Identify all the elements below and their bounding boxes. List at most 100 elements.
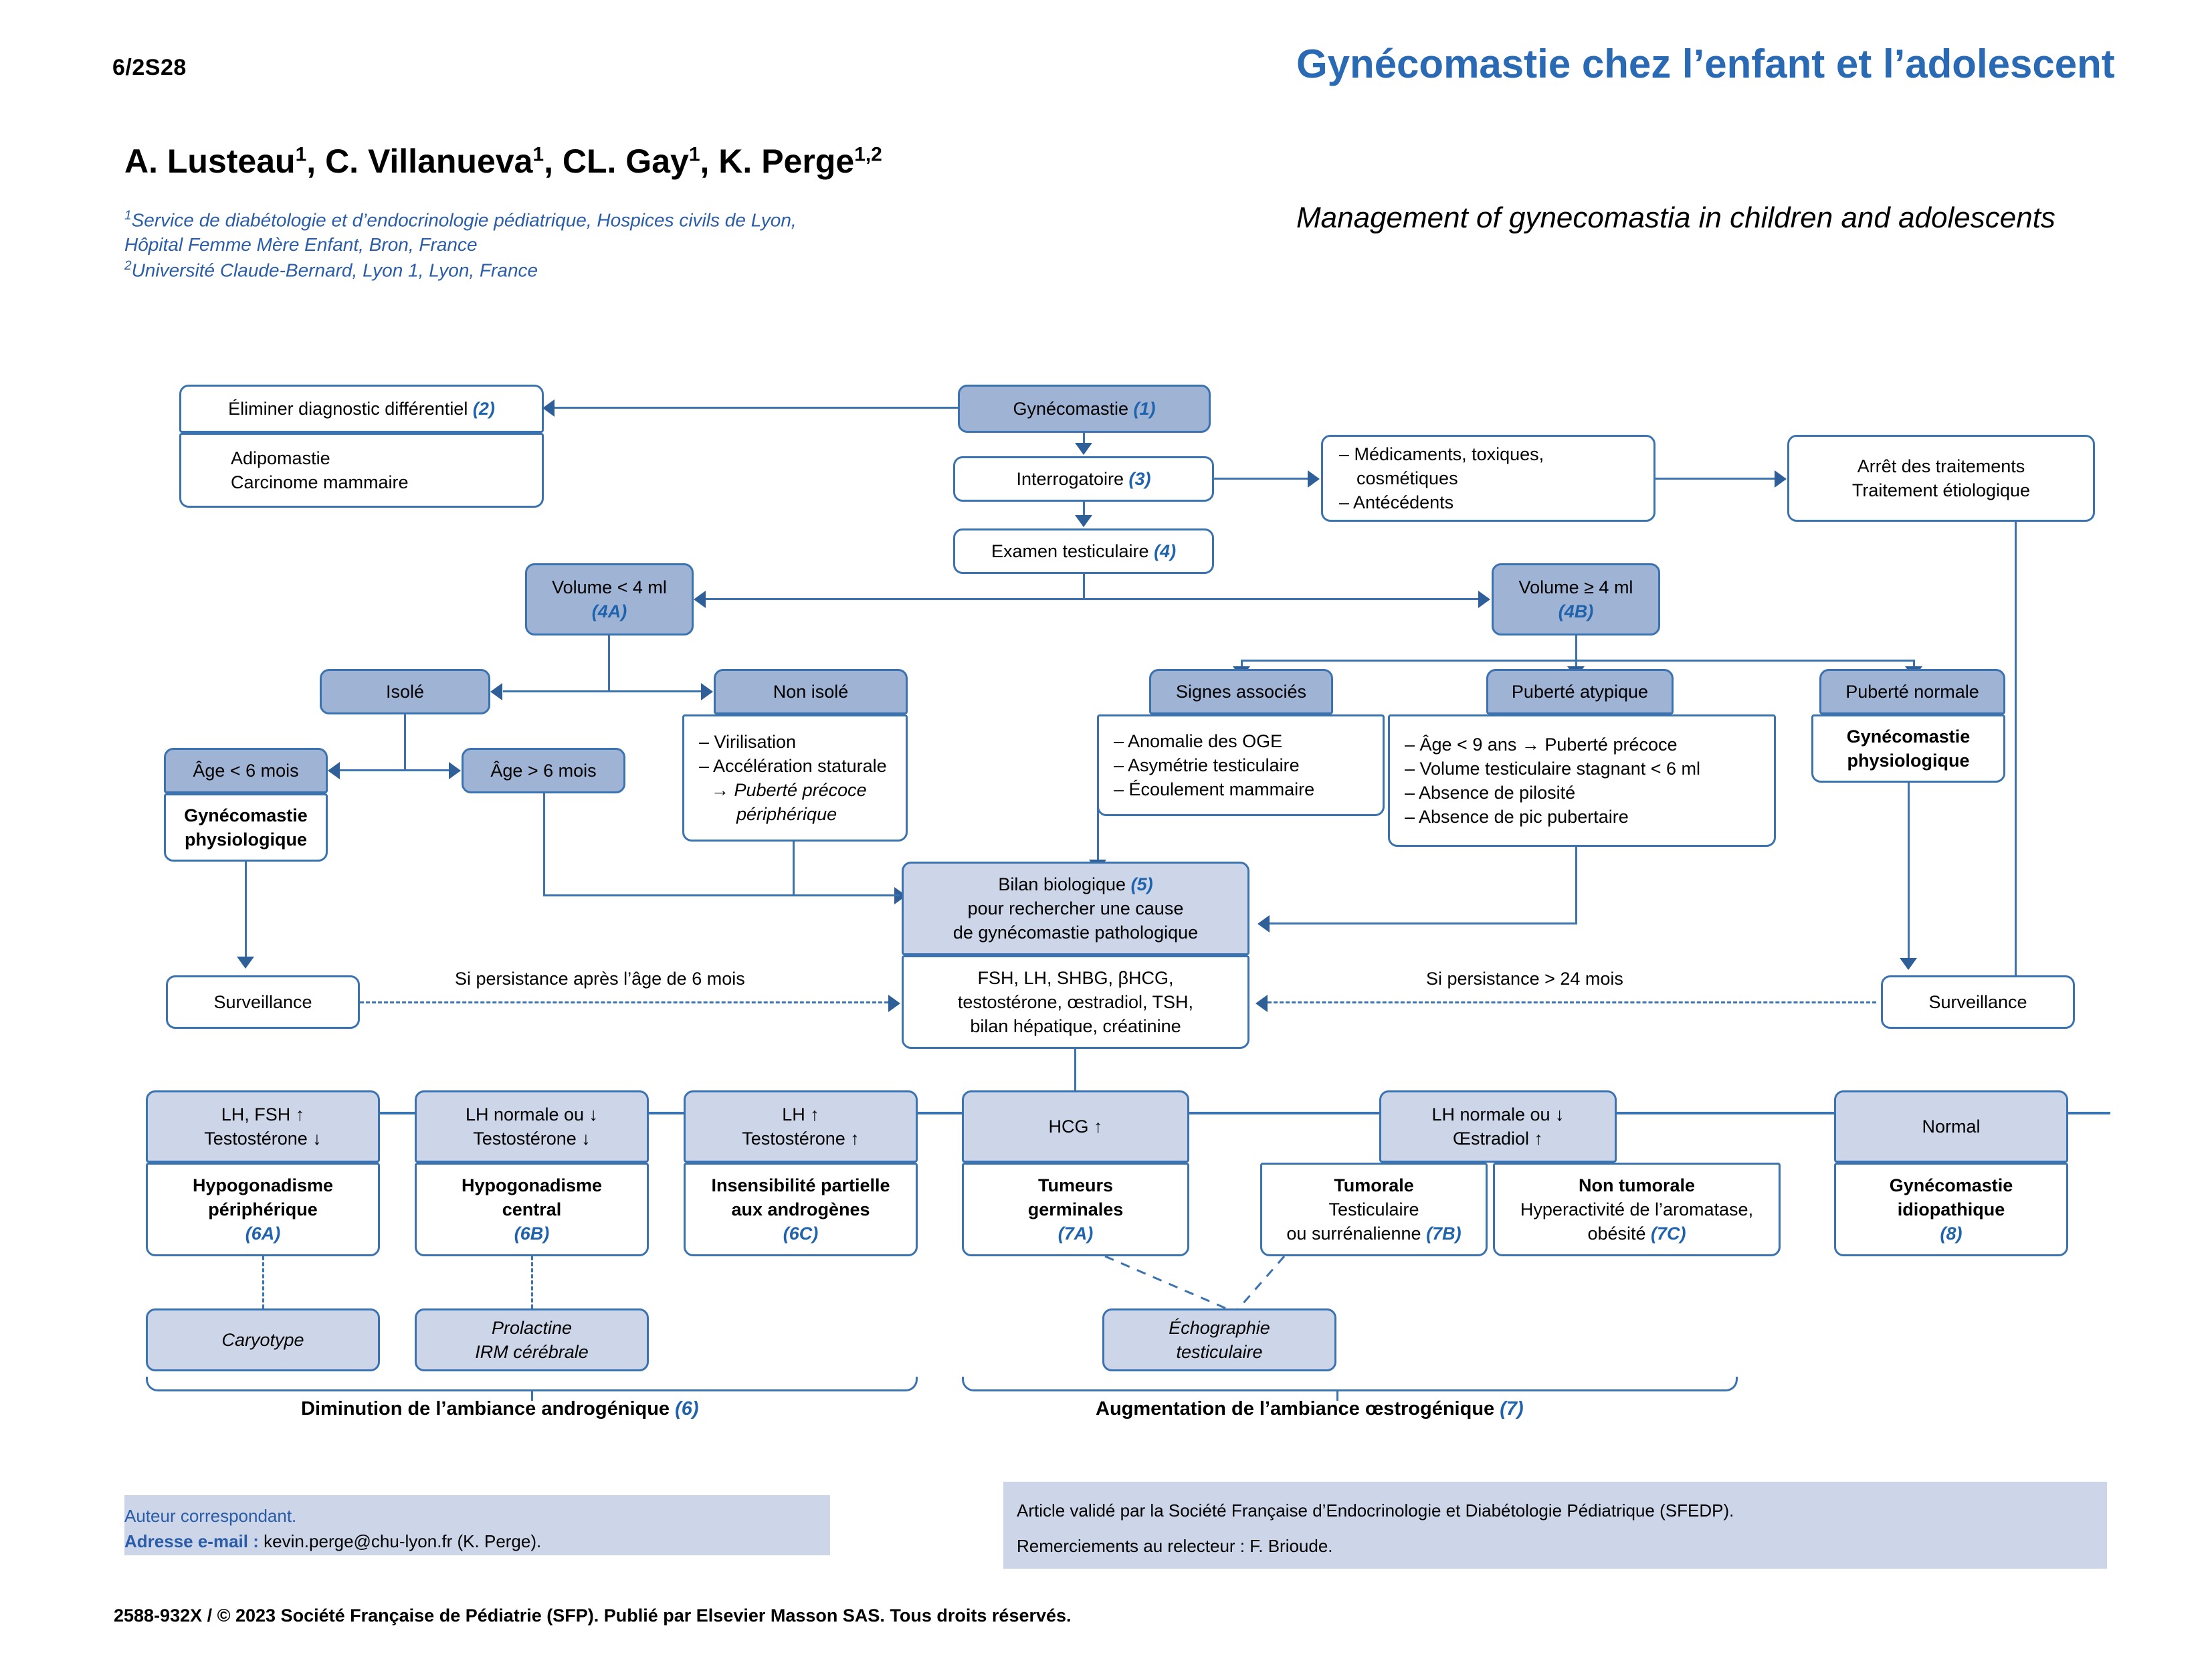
node-puberte-normale[interactable]: Puberté normale — [1819, 669, 2005, 714]
r1-ref: (6A) — [245, 1224, 281, 1244]
node-non-isole-details: – Virilisation – Accélération staturale … — [682, 714, 908, 842]
corresponding-author-text: Auteur correspondant. Adresse e-mail : k… — [124, 1504, 830, 1554]
r3-body-2: aux androgènes — [731, 1199, 870, 1219]
validation-panel — [1003, 1482, 2107, 1569]
pub-atyp-item-2: – Volume testiculaire stagnant < 6 ml — [1405, 758, 1700, 779]
volume-4b-label: Volume ≥ 4 ml — [1518, 577, 1633, 597]
result-body-6b: Hypogonadisme central (6B) — [415, 1163, 649, 1256]
med-item-2: – Antécédents — [1339, 492, 1454, 513]
node-non-isole[interactable]: Non isolé — [714, 669, 908, 714]
node-bilan-biologique[interactable]: Bilan biologique (5) pour rechercher une… — [902, 862, 1249, 955]
caryotype-label: Caryotype — [221, 1329, 304, 1350]
edge-4a-split — [608, 636, 610, 692]
node-gynecomastie[interactable]: Gynécomastie (1) — [958, 385, 1211, 433]
volume-4a-label: Volume < 4 ml — [552, 577, 667, 597]
r5a-body-3: ou surrénalienne — [1286, 1224, 1421, 1244]
result-body-6a: Hypogonadisme périphérique (6A) — [146, 1163, 380, 1256]
result-head-6c: LH ↑ Testostérone ↑ — [684, 1090, 918, 1163]
bilan-line-1: Bilan biologique — [998, 874, 1126, 894]
r2-ref: (6B) — [514, 1224, 550, 1244]
node-signes-associes[interactable]: Signes associés — [1149, 669, 1333, 714]
copyright-line: 2588-932X / © 2023 Société Française de … — [114, 1605, 1072, 1626]
node-surveillance-right[interactable]: Surveillance — [1881, 975, 2075, 1029]
non-isole-item-1: – Virilisation — [699, 731, 797, 752]
node-age-gt-6[interactable]: Âge > 6 mois — [462, 748, 625, 793]
edge-surv-left-bilan — [360, 1001, 888, 1003]
arret-line-1: Arrêt des traitements — [1857, 456, 2025, 476]
edge-signes-v — [1097, 739, 1099, 866]
edge-nonisole-v — [793, 842, 795, 896]
arrowhead-n1-n2 — [542, 399, 555, 417]
brace-tick-oestrogenique — [1336, 1390, 1338, 1401]
email-value[interactable]: kevin.perge@chu-lyon.fr (K. Perge). — [264, 1531, 542, 1551]
pub-atyp-item-3: – Absence de pilosité — [1405, 783, 1576, 803]
result-head-7a: HCG ↑ — [962, 1090, 1189, 1163]
volume-4b-ref: (4B) — [1558, 601, 1594, 621]
bilan-detail-3: bilan hépatique, créatinine — [970, 1016, 1181, 1037]
edge-bilan-distrib-v — [1074, 1049, 1076, 1113]
node-examen-ref: (4) — [1154, 541, 1177, 561]
result-body-7c: Non tumorale Hyperactivité de l’aromatas… — [1493, 1163, 1781, 1256]
page-subtitle: Management of gynecomastia in children a… — [1296, 201, 2055, 234]
r6-body-1: Gynécomastie — [1889, 1175, 2013, 1195]
node-pub-norm-label: Puberté normale — [1845, 681, 1979, 702]
physio-right-line-1: Gynécomastie — [1846, 726, 1971, 747]
node-examen-testiculaire[interactable]: Examen testiculaire (4) — [953, 528, 1214, 574]
result-head-6a: LH, FSH ↑ Testostérone ↓ — [146, 1090, 380, 1163]
node-interrogatoire-ref: (3) — [1128, 468, 1151, 489]
bilan-line-3: de gynécomastie pathologique — [952, 922, 1199, 943]
node-surveillance-left[interactable]: Surveillance — [166, 975, 360, 1029]
edge-label-persistance-6-mois: Si persistance après l’âge de 6 mois — [455, 969, 745, 989]
result-body-6c: Insensibilité partielle aux androgènes (… — [684, 1163, 918, 1256]
r5a-body-2: Testiculaire — [1328, 1199, 1419, 1219]
edge-pubnorm-surveillance — [1908, 783, 1910, 963]
r1-body-1: Hypogonadisme — [192, 1175, 334, 1195]
r3-head-1: LH ↑ — [782, 1104, 819, 1125]
r1-body-2: périphérique — [208, 1199, 318, 1219]
edge-pubatyp-v — [1575, 847, 1577, 924]
med-item-1b: cosmétiques — [1356, 468, 1458, 488]
edge-isole-split — [404, 714, 406, 771]
arrowhead-4a-nonisole — [701, 683, 713, 700]
brace-oestrogenique — [962, 1377, 1738, 1391]
node-age-lt-6[interactable]: Âge < 6 mois — [164, 748, 328, 793]
arrowhead-n1-n3 — [1075, 443, 1092, 455]
prolactine-line-2: IRM cérébrale — [475, 1342, 589, 1362]
node-puberte-atypique[interactable]: Puberté atypique — [1486, 669, 1674, 714]
pub-atyp-item-4: – Absence de pic pubertaire — [1405, 807, 1629, 827]
surveillance-right-label: Surveillance — [1928, 991, 2027, 1012]
node-age-lt-label: Âge < 6 mois — [193, 760, 299, 781]
node-signes-label: Signes associés — [1175, 681, 1307, 702]
node-caryotype: Caryotype — [146, 1308, 380, 1371]
r6-head-1: Normal — [1922, 1116, 1981, 1137]
signes-item-3: – Écoulement mammaire — [1114, 779, 1315, 800]
node-isole[interactable]: Isolé — [320, 669, 490, 714]
arrowhead-med-arret — [1775, 470, 1787, 488]
r2-head-1: LH normale ou ↓ — [465, 1104, 599, 1125]
node-pub-atyp-label: Puberté atypique — [1511, 681, 1649, 702]
node-volume-4a[interactable]: Volume < 4 ml (4A) — [525, 563, 694, 636]
author-list: A. Lusteau1, C. Villanueva1, CL. Gay1, K… — [124, 142, 882, 180]
node-eliminer-label: Éliminer diagnostic différentiel — [228, 398, 468, 419]
edge-n1-n3 — [1083, 433, 1085, 444]
r5-head-2: Œstradiol ↑ — [1452, 1129, 1544, 1149]
brace-right-ref: (7) — [1500, 1398, 1524, 1420]
node-interrogatoire[interactable]: Interrogatoire (3) — [953, 456, 1214, 502]
bilan-ref: (5) — [1130, 874, 1153, 894]
r5b-ref: (7C) — [1651, 1224, 1686, 1244]
prolactine-line-1: Prolactine — [491, 1317, 573, 1338]
node-eliminer-diagnostic[interactable]: Éliminer diagnostic différentiel (2) — [179, 385, 544, 433]
edge-arret-surveillance — [2015, 522, 2017, 985]
node-physiologique-left: Gynécomastie physiologique — [164, 793, 328, 862]
r4-body-2: germinales — [1027, 1199, 1124, 1219]
node-volume-4b[interactable]: Volume ≥ 4 ml (4B) — [1492, 563, 1660, 636]
edge-agegt-h — [543, 894, 896, 896]
r5-head-1: LH normale ou ↓ — [1431, 1104, 1565, 1125]
result-head-8: Normal — [1834, 1090, 2068, 1163]
edge-4b-drop-2 — [1575, 660, 1577, 669]
edge-n4-split — [1083, 574, 1085, 599]
arrowhead-pubnorm-surveillance — [1900, 958, 1917, 970]
edge-bilan-distrib-bar — [278, 1112, 2110, 1114]
bilan-detail-1: FSH, LH, SHBG, βHCG, — [977, 967, 1174, 988]
node-echographie-testiculaire: Échographie testiculaire — [1102, 1308, 1336, 1371]
